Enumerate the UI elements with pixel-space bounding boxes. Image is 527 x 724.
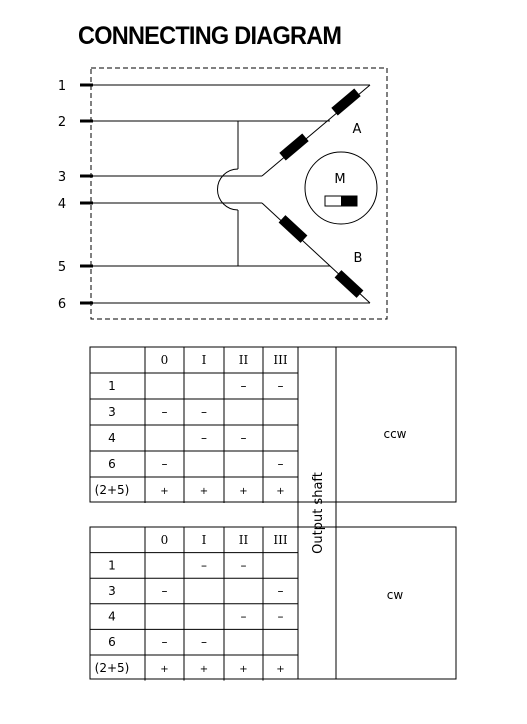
terminal-label-6: 6 [58, 297, 66, 312]
cell-minus: – [241, 558, 247, 572]
column-header: 0 [161, 353, 169, 367]
cell-minus: – [162, 457, 168, 471]
row-label: 1 [108, 379, 116, 393]
terminal-pins [80, 83, 93, 305]
coil-a-lower [279, 133, 309, 161]
cell-minus: – [278, 584, 284, 598]
cell-minus: – [201, 405, 207, 419]
cell-plus: + [276, 664, 284, 675]
cell-plus: + [239, 664, 247, 675]
coil-label-a: A [353, 122, 362, 137]
column-header: I [202, 533, 207, 547]
row-label: 3 [108, 405, 116, 419]
motor-label: M [334, 172, 345, 187]
terminal-label-3: 3 [58, 170, 66, 185]
column-header: III [273, 353, 287, 367]
cell-minus: – [241, 431, 247, 445]
column-header: I [202, 353, 207, 367]
cell-minus: – [278, 379, 284, 393]
row-label: (2+5) [95, 483, 130, 497]
cell-plus: + [200, 664, 208, 675]
cell-minus: – [201, 635, 207, 649]
cell-plus: + [239, 486, 247, 497]
cell-minus: – [201, 558, 207, 572]
row-label: 6 [108, 457, 116, 471]
row-label: (2+5) [95, 661, 130, 675]
terminal-label-1: 1 [58, 79, 66, 94]
cell-minus: – [278, 610, 284, 624]
column-header: 0 [161, 533, 169, 547]
row-label: 1 [108, 558, 116, 572]
wiring [93, 84, 371, 304]
row-label: 4 [108, 610, 116, 624]
cell-plus: + [276, 486, 284, 497]
motor-switch-knob [341, 196, 357, 206]
cell-plus: + [200, 486, 208, 497]
cell-minus: – [201, 431, 207, 445]
diagram-title: CONNECTING DIAGRAM [78, 22, 342, 50]
cell-plus: + [160, 486, 168, 497]
cell-minus: – [278, 457, 284, 471]
coil-a-upper [331, 88, 361, 116]
cell-plus: + [160, 664, 168, 675]
coil-b-lower [334, 270, 364, 298]
terminal-label-2: 2 [58, 115, 66, 130]
cw-table-frame [89, 526, 457, 680]
terminal-label-5: 5 [58, 260, 66, 275]
cell-minus: – [241, 379, 247, 393]
cell-minus: – [162, 584, 168, 598]
motor-enclosure [90, 67, 388, 320]
ccw-direction-label: ccw [383, 427, 406, 441]
terminal-label-4: 4 [58, 197, 66, 212]
coil-label-b: B [354, 251, 363, 266]
column-header: II [239, 353, 249, 367]
row-label: 6 [108, 635, 116, 649]
motor-symbol [304, 151, 378, 225]
cell-minus: – [162, 405, 168, 419]
coils [278, 88, 364, 298]
column-header: III [273, 533, 287, 547]
column-header: II [239, 533, 249, 547]
terminal-labels: 1 2 3 4 5 6 [58, 79, 66, 312]
coil-b-upper [278, 215, 308, 243]
output-shaft-label: Output shaft [311, 472, 326, 554]
cw-direction-label: cw [387, 588, 404, 602]
cell-minus: – [241, 610, 247, 624]
row-label: 4 [108, 431, 116, 445]
row-label: 3 [108, 584, 116, 598]
cell-minus: – [162, 635, 168, 649]
